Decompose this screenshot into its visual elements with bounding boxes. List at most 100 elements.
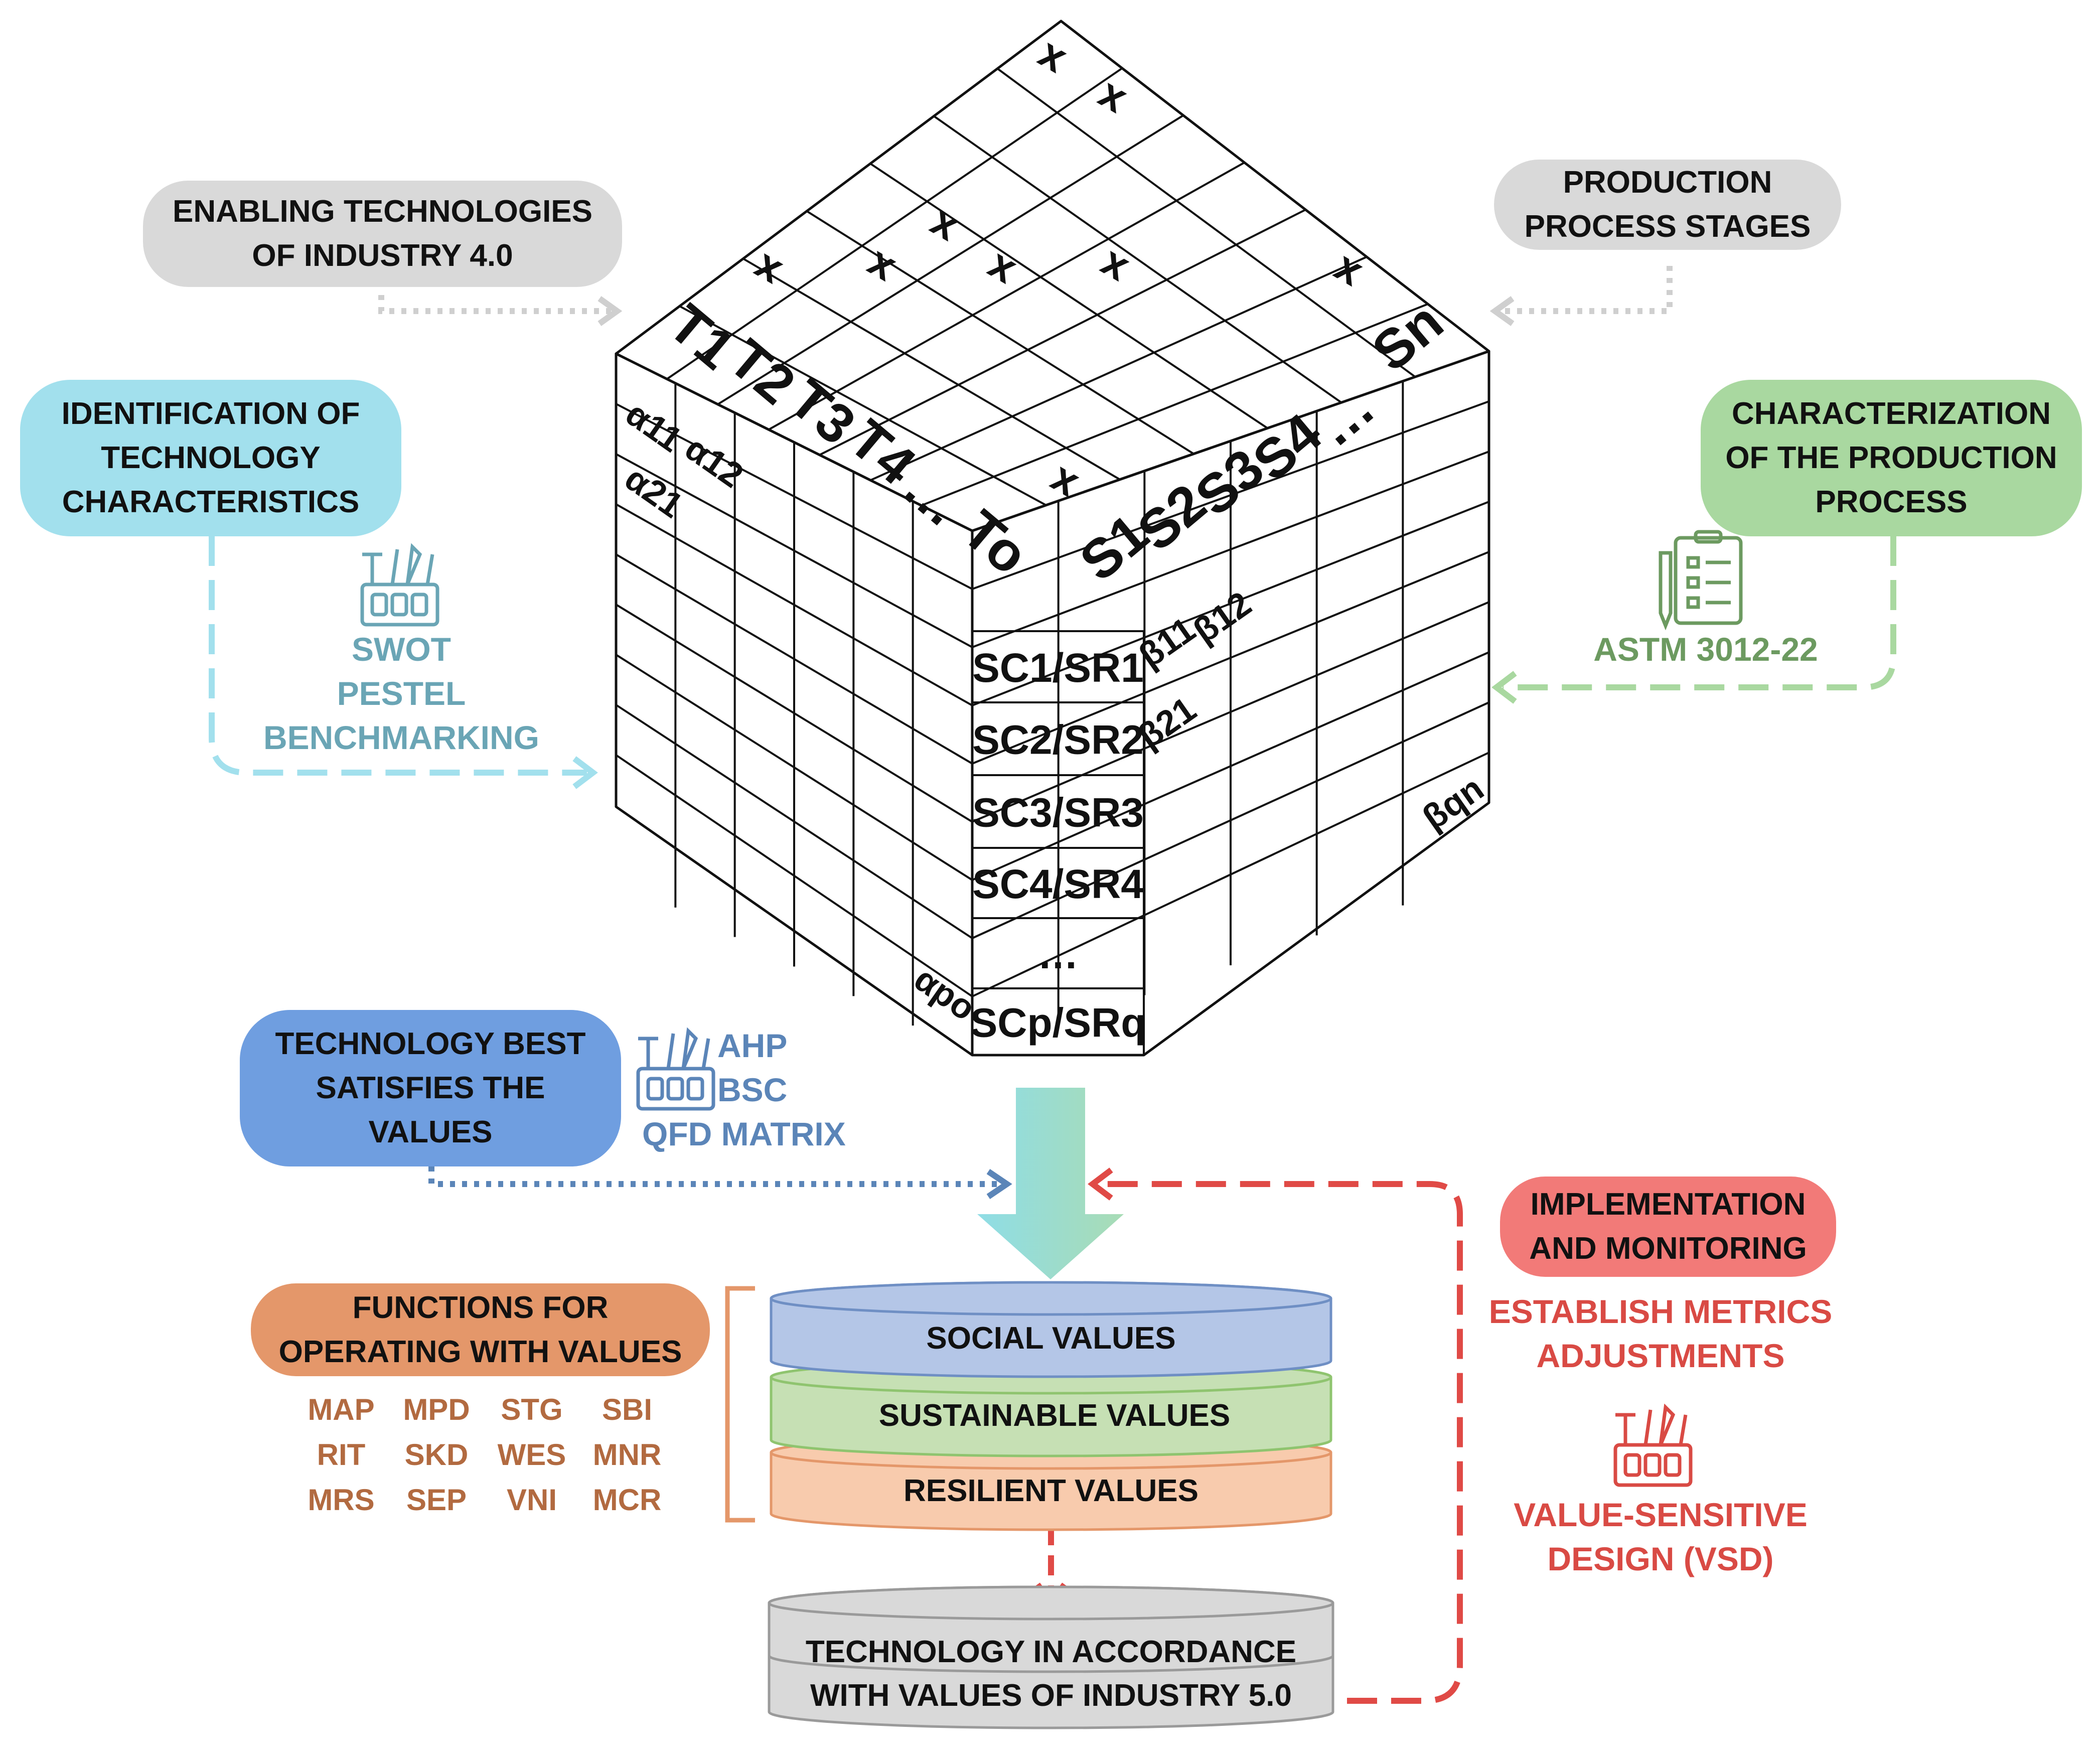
value-layers	[768, 1281, 1334, 1729]
tools-icon	[360, 543, 439, 627]
enabling-connector	[378, 295, 623, 326]
best-technology-tools: AHP BSC QFD MATRIX	[642, 1023, 893, 1156]
enabling-technologies-line1: ENABLING TECHNOLOGIES	[172, 194, 593, 229]
social-values-layer	[770, 1281, 1332, 1378]
function-code: SKD	[404, 1438, 469, 1472]
tool-pestel: PESTEL	[337, 675, 466, 712]
beta-label: βqn	[1415, 769, 1490, 837]
mark-x: x	[1031, 29, 1075, 82]
characterization-connector	[1491, 536, 1896, 704]
functions-box: FUNCTIONS FOR OPERATING WITH VALUES	[251, 1283, 710, 1376]
right-grid-line	[972, 451, 1489, 648]
characterization-box: CHARACTERIZATION OF THE PRODUCTION PROCE…	[1701, 380, 2082, 536]
identification-box: IDENTIFICATION OF TECHNOLOGY CHARACTERIS…	[20, 380, 401, 536]
feedback-connector	[1088, 1167, 1463, 1704]
tools-icon	[1613, 1403, 1693, 1487]
top-grid-line	[717, 114, 1184, 405]
left-grid-line	[615, 604, 973, 823]
alpha-label: α21	[618, 459, 690, 525]
left-grid-line	[615, 754, 973, 997]
production-stages-line2: PROCESS STAGES	[1524, 209, 1811, 244]
right-grid-line	[972, 551, 1489, 765]
enabling-technologies-box: ENABLING TECHNOLOGIES OF INDUSTRY 4.0	[143, 181, 622, 287]
identification-line1: IDENTIFICATION OF	[61, 396, 360, 431]
left-grid-line	[615, 704, 973, 939]
sc-sr-label: …	[1037, 932, 1079, 977]
best-technology-line3: VALUES	[368, 1115, 493, 1149]
cube-labels: SC1/SR1SC2/SR2SC3/SR3SC4/SR4…SCp/SRqT1T2…	[618, 29, 1490, 1046]
vsd-tools: VALUE-SENSITIVE DESIGN (VSD)	[1455, 1493, 1866, 1581]
function-code: MNR	[592, 1438, 662, 1472]
right-grid-line	[972, 601, 1489, 823]
top-grid-line	[921, 303, 1428, 507]
mark-x: x	[1094, 237, 1138, 290]
tool-swot: SWOT	[352, 631, 451, 668]
identification-tools: SWOT PESTEL BENCHMARKING	[251, 627, 552, 760]
function-code: MRS	[308, 1483, 375, 1517]
tool-qfd: QFD MATRIX	[642, 1115, 846, 1152]
identification-line3: CHARACTERISTICS	[62, 485, 360, 519]
top-grid-line	[679, 305, 1047, 506]
characterization-line3: PROCESS	[1815, 485, 1968, 519]
enabling-technologies-line2: OF INDUSTRY 4.0	[252, 238, 513, 273]
top-grid-line	[806, 210, 1194, 455]
functions-line1: FUNCTIONS FOR	[352, 1290, 609, 1325]
function-code: RIT	[317, 1438, 366, 1472]
top-grid-line	[666, 67, 1123, 380]
right-grid-line	[972, 701, 1489, 939]
tool-astm: ASTM 3012-22	[1593, 631, 1818, 668]
function-code: MAP	[308, 1393, 375, 1426]
implementation-line1: IMPLEMENTATION	[1530, 1187, 1806, 1222]
social-values-label: SOCIAL VALUES	[926, 1321, 1175, 1356]
result-label-line1: TECHNOLOGY IN ACCORDANCE	[806, 1635, 1296, 1669]
tool-bsc: BSC	[717, 1071, 788, 1108]
sustainable-values-label: SUSTAINABLE VALUES	[879, 1398, 1230, 1433]
characterization-line2: OF THE PRODUCTION	[1725, 441, 2057, 475]
best-connector	[428, 1166, 1012, 1199]
function-code: VNI	[506, 1483, 557, 1517]
tool-adjustments: ADJUSTMENTS	[1536, 1337, 1785, 1374]
implementation-box: IMPLEMENTATION AND MONITORING	[1500, 1177, 1836, 1277]
top-grid-line	[869, 163, 1268, 429]
best-technology-line1: TECHNOLOGY BEST	[275, 1026, 586, 1061]
functions-line2: OPERATING WITH VALUES	[278, 1334, 682, 1369]
mark-x: x	[1043, 453, 1088, 506]
top-grid-line	[768, 162, 1245, 431]
right-grid-line	[972, 752, 1489, 997]
left-grid-line	[615, 553, 973, 765]
sc-sr-label: SCp/SRq	[970, 1000, 1146, 1046]
characterization-tools: ASTM 3012-22	[1555, 627, 1856, 671]
sc-sr-label: SC4/SR4	[972, 861, 1144, 907]
best-technology-box: TECHNOLOGY BEST SATISFIES THE VALUES	[240, 1010, 621, 1166]
result-label-line2: WITH VALUES OF INDUSTRY 5.0	[810, 1678, 1292, 1713]
sc-sr-label: SC3/SR3	[972, 790, 1144, 836]
tool-ahp: AHP	[717, 1027, 788, 1064]
function-codes-grid: MAP MPD STG SBI RIT SKD WES MNR MRS SEP …	[293, 1387, 675, 1523]
mark-x: x	[981, 239, 1025, 292]
right-grid-line	[972, 501, 1489, 706]
tool-vsd-line2: DESIGN (VSD)	[1547, 1540, 1774, 1577]
left-grid-line	[615, 654, 973, 881]
function-code: MCR	[592, 1483, 662, 1517]
identification-line2: TECHNOLOGY	[101, 441, 321, 475]
sc-sr-label: SC2/SR2	[972, 717, 1144, 763]
function-code: STG	[501, 1393, 563, 1426]
cube-grid	[615, 67, 1489, 1056]
top-grid-line	[933, 115, 1342, 403]
function-code: MPD	[403, 1393, 470, 1426]
production-stages-line1: PRODUCTION	[1563, 165, 1772, 200]
top-grid-line	[819, 209, 1306, 456]
function-code: WES	[497, 1438, 566, 1472]
best-technology-line2: SATISFIES THE	[316, 1071, 545, 1105]
identification-connector	[209, 536, 598, 789]
production-stages-box: PRODUCTION PROCESS STAGES	[1494, 160, 1841, 250]
right-grid-line	[972, 400, 1489, 590]
left-grid-line	[616, 503, 973, 706]
mark-x: x	[1091, 69, 1135, 122]
characterization-line1: CHARACTERIZATION	[1731, 396, 2051, 431]
tools-icon	[636, 1027, 715, 1111]
functions-bracket	[725, 1286, 755, 1523]
function-code: SBI	[602, 1393, 653, 1426]
mark-x: x	[860, 237, 905, 290]
implementation-tools: ESTABLISH METRICS ADJUSTMENTS	[1455, 1289, 1866, 1378]
